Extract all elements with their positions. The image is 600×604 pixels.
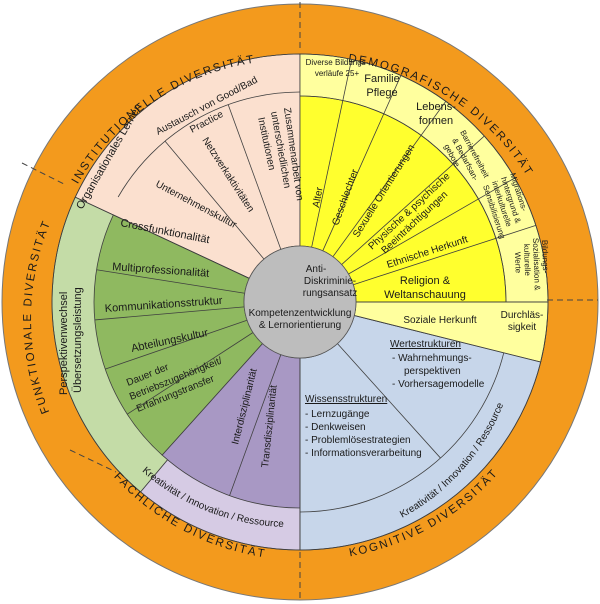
label-werte-1: - Wahrnehmungs- xyxy=(392,353,472,364)
arc-cognitive-inner xyxy=(299,352,505,513)
spoke-functional-2 xyxy=(94,306,245,321)
label-durch-1: Durchläs- xyxy=(501,310,544,321)
center-label-line1: Kompetenzentwicklung xyxy=(249,308,352,319)
arc-demographic-inner xyxy=(299,95,507,303)
spoke-layer xyxy=(51,53,549,551)
label-wissen-3: - Problemlösestrategien xyxy=(305,435,411,446)
arc-wheel-edge xyxy=(51,53,549,551)
label-perspektive-1: Perspektivenwechsel xyxy=(58,292,70,395)
label-sozial: Soziale Herkunft xyxy=(403,315,477,326)
label-anti-2: Diskriminie- xyxy=(304,276,356,287)
arc-institutional-inner xyxy=(117,91,301,198)
spoke-technical-mid xyxy=(229,354,282,496)
spoke-institutional-0 xyxy=(164,140,265,260)
spoke-institutional-1 xyxy=(227,104,282,250)
label-wissen-4: - Informationsverarbeitung xyxy=(305,448,422,459)
label-religion-2: Weltanschauung xyxy=(384,289,466,301)
label-wissen-title: Wissensstrukturen xyxy=(305,394,387,405)
label-perspektive-2: Übersetzungsleistung xyxy=(72,287,84,393)
spoke-demographic-104 xyxy=(354,315,541,363)
divider-left-bottom xyxy=(69,449,117,473)
sector-layer xyxy=(51,53,549,551)
label-bildung-2: verläufe 25+ xyxy=(315,69,360,78)
label-anti-3: rungsansatz xyxy=(303,288,357,299)
spoke-demographic-0 xyxy=(311,59,352,248)
label-familie-1: Familie xyxy=(364,73,399,85)
label-religion-1: Religion & xyxy=(400,275,451,287)
spoke-demographic-4 xyxy=(348,177,515,275)
label-wissen-1: - Lernzugänge xyxy=(305,409,370,420)
label-werte-2: perspektiven xyxy=(404,366,461,377)
label-bildungs-4: Werte xyxy=(513,252,523,274)
spoke-cognitive-mid xyxy=(337,343,441,459)
label-bildungs-1: Bildungs- xyxy=(540,240,550,274)
label-familie-2: Pflege xyxy=(366,87,397,99)
divider-left-top xyxy=(21,162,67,186)
spoke-functional-1 xyxy=(105,319,248,370)
spoke-demographic-2 xyxy=(332,101,447,257)
label-anti-1: Anti- xyxy=(306,264,327,275)
spoke-functional-0 xyxy=(127,332,254,415)
label-werte-title: Wertestrukturen xyxy=(390,339,461,350)
spoke-demographic-3 xyxy=(341,135,485,265)
label-bildung-1: Diverse Bildungs- xyxy=(306,58,369,67)
spoke-institutional-outer xyxy=(75,196,250,279)
label-wissen-2: - Denkweisen xyxy=(305,422,366,433)
label-alter: Alter xyxy=(311,186,326,209)
label-bildungs-2: Sozialisation & xyxy=(531,238,542,291)
label-werte-3: - Vorhersagemodelle xyxy=(392,379,485,390)
spoke-demographic-5 xyxy=(353,224,536,286)
label-lebens-1: Lebens- xyxy=(416,101,456,113)
spoke-demographic-1 xyxy=(322,75,402,252)
center-label-line2: & Lernorientierung xyxy=(259,320,341,331)
label-durch-2: sigkeit xyxy=(508,322,537,333)
label-lebens-2: formen xyxy=(419,115,453,127)
spoke-functional-3 xyxy=(96,269,245,294)
label-bildungs-3: kulturelle xyxy=(522,244,532,277)
center-hub xyxy=(243,245,357,359)
